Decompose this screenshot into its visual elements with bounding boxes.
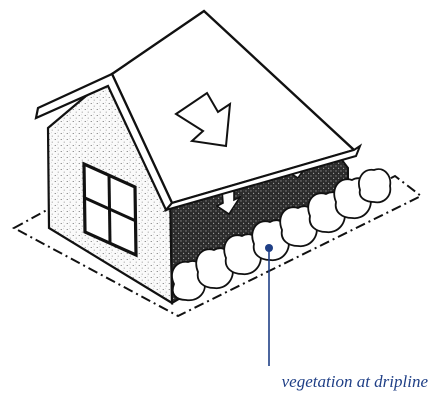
down-arrow-icon <box>174 91 232 148</box>
callout-dot <box>265 244 273 252</box>
callout-label: vegetation at dripline <box>281 372 428 391</box>
shrub-row <box>171 168 392 302</box>
window <box>82 161 138 258</box>
shrub <box>358 168 392 204</box>
roof-eave-side <box>163 143 363 212</box>
